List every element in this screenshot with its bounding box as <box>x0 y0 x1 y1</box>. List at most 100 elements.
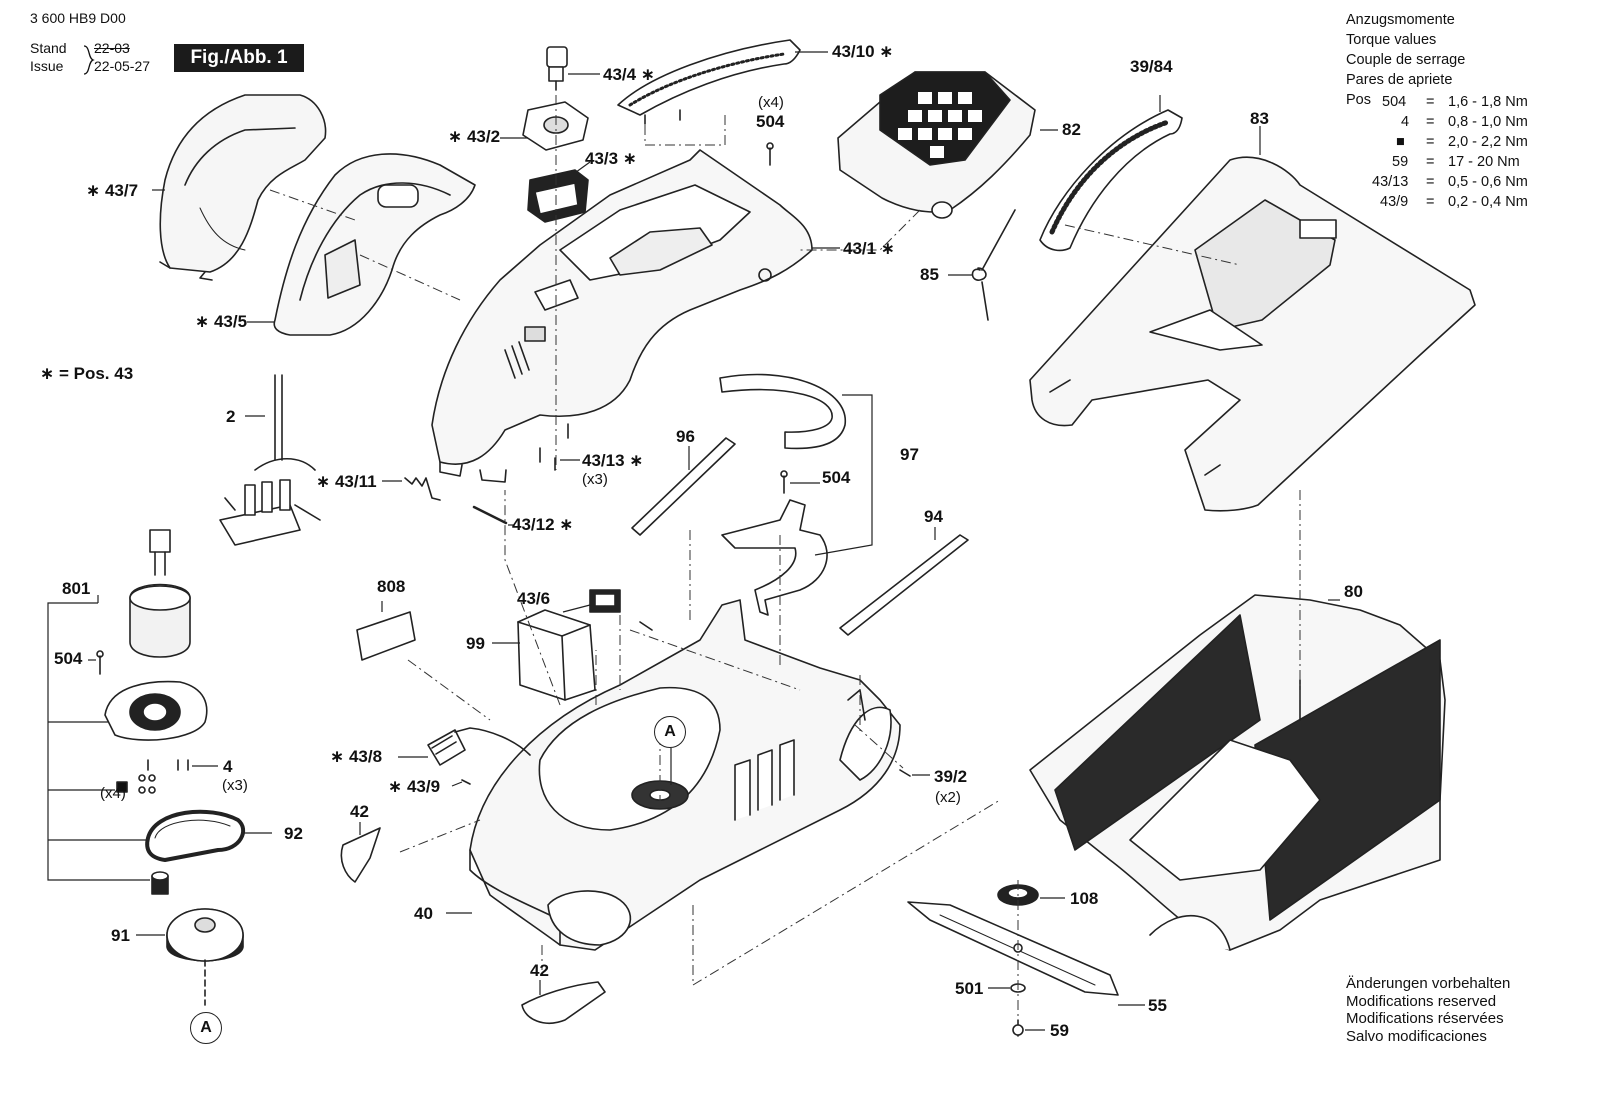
part-80-grass-box <box>1029 594 1446 951</box>
torque-value-43-9: 0,2 - 0,4 Nm <box>1448 194 1528 210</box>
part-39-2-screw <box>899 769 911 777</box>
callout-501: 501 <box>955 979 984 998</box>
callout-801: 801 <box>62 579 91 598</box>
figure-label: Fig./Abb. 1 <box>174 44 304 72</box>
stand-label: Stand <box>30 40 67 56</box>
part-96-rod <box>631 437 736 536</box>
part-43-9-screw <box>461 779 471 785</box>
callout-43-4: 43/4 ∗ <box>603 65 656 84</box>
callout-43-7: ∗ 43/7 <box>86 181 139 200</box>
part-97-deflector <box>719 373 846 616</box>
torque-pos-square: ■ <box>1396 134 1405 150</box>
torque-pos-label: Pos <box>1346 92 1371 108</box>
part-43-12-pin <box>472 505 508 525</box>
callout-504-top: 504 <box>756 112 785 131</box>
assembly-line <box>504 490 561 706</box>
footer-line-es: Salvo modificaciones <box>1346 1027 1487 1045</box>
callout-92: 92 <box>284 824 303 843</box>
callout-x4-top: (x4) <box>758 94 784 111</box>
callout-x2: (x2) <box>935 789 961 806</box>
callout-43-12: 43/12 ∗ <box>512 515 574 534</box>
part-59-screw <box>1012 1019 1024 1037</box>
torque-value-504: 1,6 - 1,8 Nm <box>1448 94 1528 110</box>
torque-value-59: 17 - 20 Nm <box>1448 154 1520 170</box>
callout-42-b: 42 <box>530 961 549 980</box>
part-43-10-handle <box>617 39 801 125</box>
part-43-7-cover <box>159 94 327 281</box>
torque-pos-59: 59 <box>1392 154 1409 170</box>
part-83-top-cover <box>1029 156 1476 512</box>
torque-eq: = <box>1426 134 1435 150</box>
assembly-line <box>269 189 356 221</box>
callout-108: 108 <box>1070 889 1099 908</box>
callout-2: 2 <box>226 407 236 426</box>
callout-85: 85 <box>920 265 939 284</box>
torque-value-43-13: 0,5 - 0,6 Nm <box>1448 174 1528 190</box>
torque-pos-43-13: 43/13 <box>1372 174 1409 190</box>
leader <box>814 394 873 556</box>
part-91-gear <box>166 908 244 1006</box>
callout-43-5: ∗ 43/5 <box>195 312 248 331</box>
doc-number: 3 600 HB9 D00 <box>30 10 126 26</box>
callout-39-2: 39/2 <box>934 767 968 786</box>
callout-x3-a: (x3) <box>582 471 608 488</box>
part-82-cover <box>837 71 1036 219</box>
modifications-note: Änderungen vorbehalten Modifications res… <box>1346 975 1510 1045</box>
part-42-clip-b <box>521 981 606 1024</box>
torque-pos-504: 504 <box>1382 94 1407 110</box>
reference-circle-a-upper: A <box>654 716 686 748</box>
torque-value-4: 0,8 - 1,0 Nm <box>1448 114 1528 130</box>
callout-43-1: 43/1 ∗ <box>843 239 896 258</box>
callout-83: 83 <box>1250 109 1269 128</box>
leader <box>47 602 150 881</box>
torque-value-square: 2,0 - 2,2 Nm <box>1448 134 1528 150</box>
leader <box>562 604 591 613</box>
torque-eq: = <box>1426 154 1435 170</box>
callout-94: 94 <box>924 507 943 526</box>
torque-eq: = <box>1426 114 1435 130</box>
callout-91: 91 <box>111 926 130 945</box>
callout-504-left: 504 <box>54 649 83 668</box>
callout-504-mid: 504 <box>822 468 851 487</box>
part-99-battery <box>517 609 596 701</box>
assembly-line <box>399 819 481 853</box>
callout-43-3: 43/3 ∗ <box>585 149 638 168</box>
part-43-8-connector <box>427 727 531 766</box>
part-42-clip-a <box>340 827 381 883</box>
assembly-line <box>692 799 1001 986</box>
footer-line-en: Modifications reserved <box>1346 992 1497 1010</box>
torque-pos-43-9: 43/9 <box>1380 194 1409 210</box>
stand-value: 22-03 <box>94 40 130 56</box>
leader <box>571 161 591 176</box>
callout-x4-left: (x4) <box>100 785 126 802</box>
callout-43-2: ∗ 43/2 <box>448 127 501 146</box>
callout-43-10: 43/10 ∗ <box>832 42 894 61</box>
torque-title-en: Torque values <box>1346 32 1437 48</box>
part-43-13-screws <box>539 423 569 471</box>
part-85-spring <box>971 209 1016 321</box>
callout-59: 59 <box>1050 1021 1069 1040</box>
torque-pos-4: 4 <box>1401 114 1410 130</box>
callout-43-13: 43/13 ∗ <box>582 451 644 470</box>
callout-43-9: ∗ 43/9 <box>388 777 441 796</box>
part-43-1-upper-housing <box>431 149 813 483</box>
part-43-5-shell <box>273 153 476 336</box>
part-43-3-box <box>527 169 589 223</box>
part-43-6-clip <box>589 589 621 613</box>
assembly-line <box>1064 224 1241 266</box>
callout-80: 80 <box>1344 582 1363 601</box>
part-808-label <box>356 611 416 661</box>
part-4-screws <box>116 759 189 794</box>
part-pulley-small <box>151 871 169 895</box>
reference-circle-a-lower: A <box>190 1012 222 1044</box>
assembly-line <box>800 209 921 251</box>
callout-808: 808 <box>377 577 406 596</box>
torque-eq: = <box>1426 94 1435 110</box>
callout-97: 97 <box>900 445 919 464</box>
part-94-rod <box>839 534 969 636</box>
torque-title-de: Anzugsmomente <box>1346 12 1455 28</box>
part-43-11-spring <box>404 477 441 501</box>
part-801-motor <box>104 529 208 741</box>
footer-line-fr: Modifications réservées <box>1346 1010 1504 1027</box>
